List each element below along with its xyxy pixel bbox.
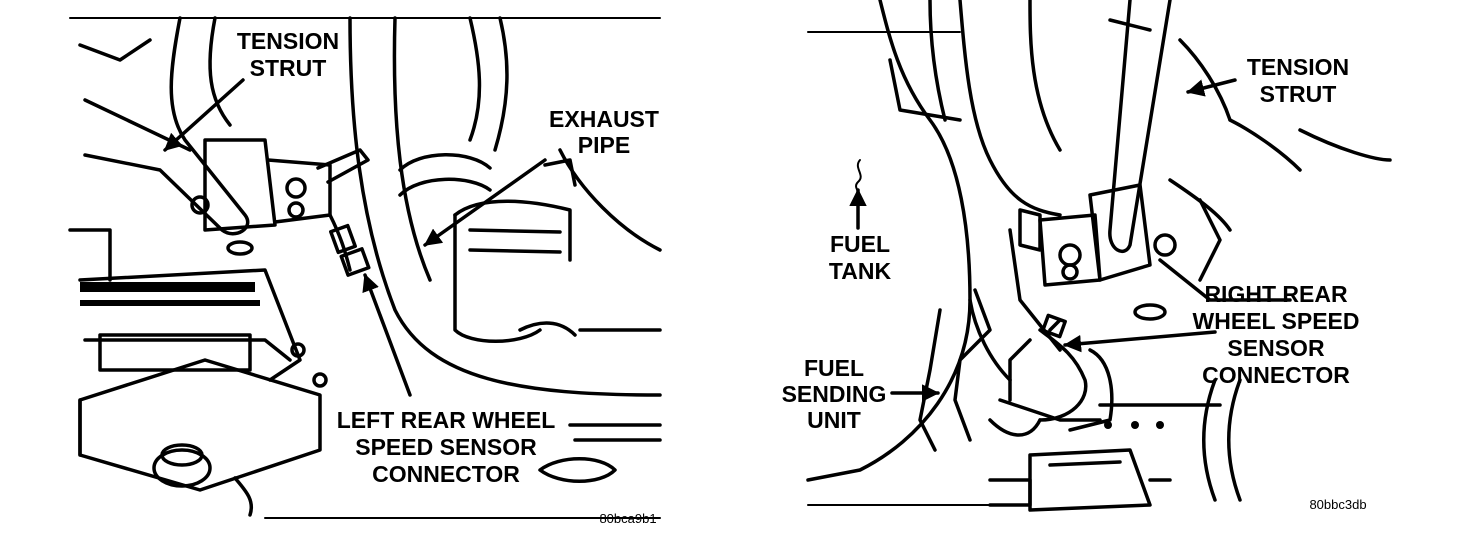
- left-clip-drawing: [538, 457, 617, 483]
- right-bottom-unit-drawing: [988, 448, 1172, 512]
- left-module-drawing: [68, 228, 328, 517]
- left-exhaust-pipe-label-2: PIPE: [578, 132, 630, 158]
- right-tank-drawing: [806, 0, 1102, 482]
- right-sensor-label-4: CONNECTOR: [1202, 362, 1350, 388]
- right-fuel-tank-label-1: FUEL: [830, 231, 890, 257]
- left-tension-strut-label-2: STRUT: [250, 55, 327, 81]
- left-tension-strut-arrow: [163, 78, 245, 152]
- right-sensor-label-1: RIGHT REAR: [1204, 281, 1348, 307]
- left-ribbed-edge: [80, 282, 260, 306]
- right-tension-strut-arrow: [1186, 78, 1237, 97]
- right-tension-strut-label-2: STRUT: [1260, 81, 1337, 107]
- left-sensor-label-1: LEFT REAR WHEEL: [337, 407, 556, 433]
- right-sensor-arrow: [1063, 330, 1217, 353]
- right-sensor-label-2: WHEEL SPEED: [1193, 308, 1360, 334]
- right-harness-drawing: [988, 198, 1242, 502]
- left-body-panel-drawing: [348, 16, 662, 397]
- right-tension-strut-label-1: TENSION: [1247, 54, 1349, 80]
- right-bracket-drawing: [1008, 183, 1292, 352]
- left-reference-code: 80bca9b1: [599, 511, 656, 526]
- right-figure: TENSION STRUT FUEL TANK RIGHT REAR WHEEL…: [782, 0, 1392, 512]
- right-fuel-unit-label-3: UNIT: [807, 407, 861, 433]
- left-tension-strut-drawing: [78, 16, 250, 236]
- right-fuel-unit-label-1: FUEL: [804, 355, 864, 381]
- left-bracket-drawing: [190, 138, 371, 277]
- left-exhaust-pipe-arrow: [423, 158, 547, 247]
- left-sensor-label-3: CONNECTOR: [372, 461, 520, 487]
- left-sensor-label-2: SPEED SENSOR: [355, 434, 537, 460]
- right-fuel-tank-label-2: TANK: [829, 258, 892, 284]
- right-tension-strut-drawing: [1108, 0, 1392, 253]
- left-sensor-arrow: [362, 273, 412, 397]
- right-reference-code: 80bbc3db: [1309, 497, 1366, 512]
- left-tension-strut-label-1: TENSION: [237, 28, 339, 54]
- right-fuel-unit-label-2: SENDING: [782, 381, 887, 407]
- right-sensor-label-3: SENSOR: [1227, 335, 1325, 361]
- left-exhaust-pipe-label-1: EXHAUST: [549, 106, 659, 132]
- left-figure: TENSION STRUT EXHAUST PIPE LEFT REAR WHE…: [68, 16, 662, 526]
